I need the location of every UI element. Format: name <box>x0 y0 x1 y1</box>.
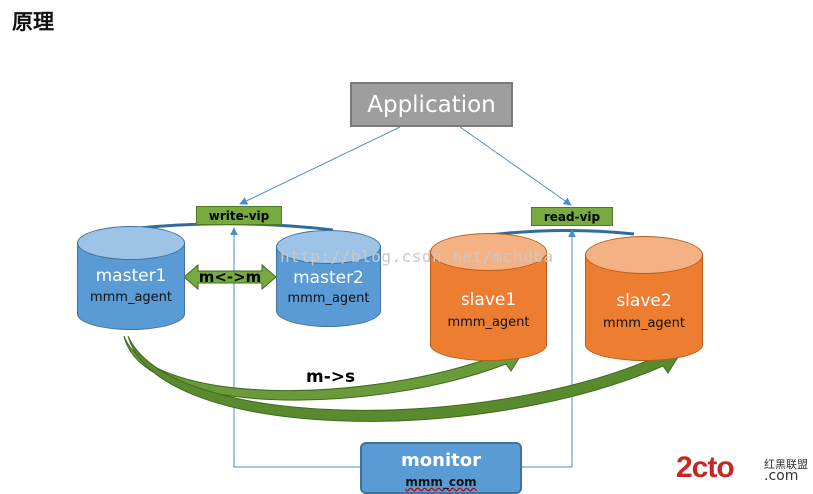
site-logo-subtitle: 红黑联盟 <box>764 458 808 471</box>
master2-label: master2 <box>293 268 364 288</box>
slave1-agent-label: mmm_agent <box>447 315 530 330</box>
slave2-database: slave2 mmm_agent <box>585 236 703 361</box>
slave2-agent-label: mmm_agent <box>602 316 686 331</box>
app-to-write-vip-line <box>239 126 401 205</box>
master1-database: master1 mmm_agent <box>77 226 185 330</box>
master-master-label: m<->m <box>198 268 262 286</box>
master1-label: master1 <box>95 266 167 286</box>
read-vip-badge: read-vip <box>531 207 613 226</box>
slave1-label: slave1 <box>460 290 517 310</box>
app-to-read-vip-line <box>459 126 572 206</box>
master1-agent-label: mmm_agent <box>89 290 173 305</box>
site-logo-domain: .com <box>764 468 799 484</box>
monitor-to-write-vip-line <box>230 227 360 468</box>
watermark-text: http://blog.csdn.net/mchdba <box>280 247 554 266</box>
write-vip-badge: write-vip <box>196 206 282 225</box>
master-slave-label: m->s <box>306 367 356 387</box>
monitor-to-read-vip-line <box>522 229 576 468</box>
master2-database: master2 mmm_agent <box>276 230 381 327</box>
monitor-label: monitor <box>401 450 481 471</box>
slave1-database: slave1 mmm_agent <box>430 233 547 361</box>
application-box: Application <box>350 82 513 127</box>
site-logo: 2cto <box>676 451 735 484</box>
page-heading: 原理 <box>12 9 54 34</box>
master2-agent-label: mmm_agent <box>287 291 370 306</box>
slave2-label: slave2 <box>616 291 672 311</box>
monitor-box: monitor mmm_com <box>360 442 522 494</box>
monitor-agent-label: mmm_com <box>405 475 477 489</box>
